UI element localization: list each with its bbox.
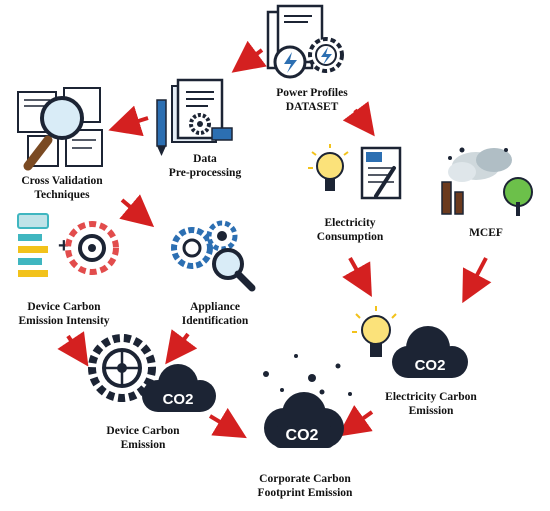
co2-label-corporate: CO2	[286, 427, 319, 444]
label-device-emission: Device Carbon Emission	[88, 424, 198, 452]
gears-magnifier-icon	[171, 220, 256, 292]
label-corporate-line2: Footprint Emission	[257, 487, 353, 499]
label-preprocessing: Data Pre-processing	[150, 152, 260, 180]
lightbulb-invoice-icon	[308, 144, 402, 200]
arrow-consumption-to-electricity-emission	[342, 257, 372, 297]
label-mcef-line1: MCEF	[469, 227, 503, 239]
co2-cloud-device: CO2	[142, 364, 216, 412]
co2-cloud-icon: CO2	[263, 354, 352, 448]
label-appliance: Appliance Identification	[160, 300, 270, 328]
label-device-emission-line2: Emission	[120, 439, 166, 451]
label-preprocessing-line1: Data	[193, 153, 217, 165]
dataset-documents-gear-icon	[266, 4, 344, 79]
factory-smoke-tree-icon	[441, 147, 533, 216]
arrow-dataset-to-preprocessing	[231, 40, 267, 73]
label-appliance-line1: Appliance	[190, 301, 240, 313]
label-electricity-consumption-line1: Electricity	[324, 217, 376, 229]
co2-label-device: CO2	[163, 391, 194, 408]
svg-text:+: +	[58, 235, 70, 257]
co2-cloud-electricity: CO2	[392, 326, 468, 378]
lightbulb-co2-cloud-icon: CO2	[352, 306, 468, 378]
arrows	[57, 40, 492, 439]
label-appliance-line2: Identification	[181, 315, 249, 327]
label-cross-validation: Cross Validation Techniques	[2, 174, 122, 202]
arrow-electricity-emission-to-corporate	[337, 405, 374, 437]
label-device-emission-line1: Device Carbon	[106, 425, 180, 437]
label-electricity-consumption: Electricity Consumption	[300, 216, 400, 244]
label-electricity-emission-line2: Emission	[408, 405, 454, 417]
arrow-mcef-to-electricity-emission	[462, 257, 492, 304]
label-mcef: MCEF	[446, 226, 526, 240]
label-electricity-emission-line1: Electricity Carbon	[385, 391, 477, 403]
label-dataset-line2: DATASET	[285, 101, 339, 113]
label-dataset-line1: Power Profiles	[276, 87, 348, 99]
label-dataset: Power Profiles DATASET	[262, 86, 362, 114]
arrow-device-emission-to-corporate	[208, 407, 247, 439]
label-corporate-line1: Corporate Carbon	[259, 473, 351, 485]
arrow-crossval-to-appliance	[119, 194, 155, 228]
label-device-intensity-line2: Emission Intensity	[18, 315, 110, 327]
arrow-intensity-to-device-emission	[57, 331, 89, 367]
label-corporate: Corporate Carbon Footprint Emission	[240, 472, 370, 500]
document-gear-icon	[156, 78, 233, 156]
label-electricity-consumption-line2: Consumption	[316, 231, 384, 243]
label-cross-validation-line2: Techniques	[34, 189, 90, 201]
label-cross-validation-line1: Cross Validation	[21, 175, 103, 187]
label-device-intensity-line1: Device Carbon	[27, 301, 101, 313]
arrow-appliance-to-device-emission	[165, 329, 198, 365]
panel-plus-gear-icon: +	[17, 213, 119, 277]
co2-label-electricity: CO2	[415, 357, 446, 374]
arrow-dataset-to-consumption	[342, 101, 375, 137]
label-device-intensity: Device Carbon Emission Intensity	[0, 300, 128, 328]
gear-co2-cloud-icon: CO2	[88, 334, 216, 412]
label-electricity-emission: Electricity Carbon Emission	[366, 390, 496, 418]
label-preprocessing-line2: Pre-processing	[168, 167, 242, 179]
magnifier-documents-icon	[17, 87, 103, 171]
arrow-preprocessing-to-crossval	[108, 105, 149, 137]
